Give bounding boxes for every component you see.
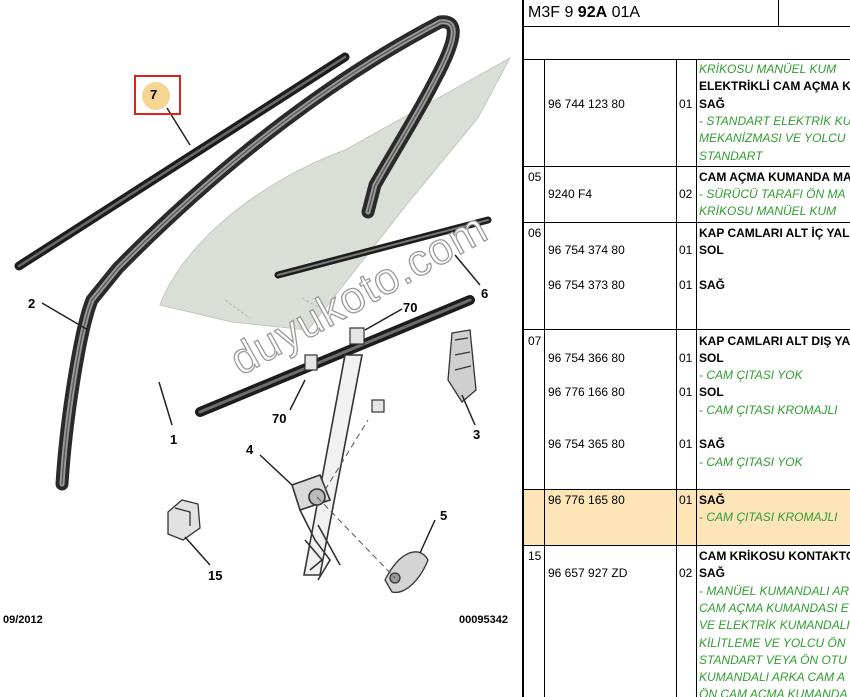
part-note: STANDART xyxy=(699,148,763,163)
part-note: KUMANDALI ARKA CAM A xyxy=(699,670,846,685)
group-number: 06 xyxy=(528,225,542,240)
part-number[interactable]: 96 744 123 80 xyxy=(548,96,625,111)
col-divider-3 xyxy=(696,59,697,697)
part-5-window-crank xyxy=(384,551,429,593)
glass-clips xyxy=(304,327,385,413)
part-number[interactable]: 96 776 166 80 xyxy=(548,385,625,400)
ref-code: 92A xyxy=(577,4,608,21)
callout-70-lower: 70 xyxy=(272,411,286,426)
part-70-outer-belt-strip xyxy=(195,295,475,417)
table-row[interactable]: SAĞ 96 776 165 80 01 - CAM ÇITASI KROMAJLI xyxy=(524,490,850,547)
part-note: - CAM ÇITASI YOK xyxy=(699,368,803,383)
part-description: SOL xyxy=(699,385,724,400)
part-2-door-frame-seal xyxy=(55,15,460,491)
reference-header: M3F 9 92A 01A xyxy=(524,0,850,27)
quantity: 01 xyxy=(679,242,693,257)
callout-7-marker xyxy=(142,82,170,110)
part-note: - SÜRÜCÜ TARAFI ÖN MA xyxy=(699,187,846,202)
col-divider-1 xyxy=(544,59,545,697)
part-note: VE ELEKTRİK KUMANDALI xyxy=(699,618,850,633)
table-row[interactable]: 15 CAM KRİKOSU KONTAKTO SAĞ 96 657 927 ZD 02… xyxy=(524,546,850,697)
part-number[interactable]: 96 754 374 80 xyxy=(548,242,625,257)
callout-6: 6 xyxy=(481,286,488,301)
table-row[interactable]: 06 KAP CAMLARI ALT İÇ YAL SOL 96 754 374 80… xyxy=(524,223,850,331)
header-divider xyxy=(778,0,779,26)
part-note: - CAM ÇITASI YOK xyxy=(699,454,803,469)
part-6-inner-belt-strip xyxy=(274,216,492,279)
part-4-window-regulator xyxy=(291,354,363,581)
table-row[interactable]: 07 KAP CAMLARI ALT DIŞ YA SOL 96 754 366 80… xyxy=(524,331,850,491)
part-note: KİLİTLEME VE YOLCU ÖN xyxy=(699,635,846,650)
selected-part-highlight[interactable] xyxy=(134,75,181,115)
table-row[interactable]: 05 CAM AÇMA KUMANDA MA - SÜRÜCÜ TARAFI ÖN … xyxy=(524,167,850,223)
part-description: SAĞ xyxy=(699,96,726,111)
callout-15: 15 xyxy=(208,568,222,583)
part-number[interactable]: 96 754 365 80 xyxy=(548,437,625,452)
quantity: 02 xyxy=(679,187,693,202)
quantity: 01 xyxy=(679,96,693,111)
part-number[interactable]: 96 776 165 80 xyxy=(548,493,625,508)
group-number: 05 xyxy=(528,169,542,184)
part-note: KRİKOSU MANÜEL KUM xyxy=(699,62,837,76)
assembly-lines xyxy=(316,419,396,579)
part-description: ELEKTRİKLİ CAM AÇMA K xyxy=(699,79,850,94)
leader-lines xyxy=(41,107,481,566)
parts-table: M3F 9 92A 01A KRİKOSU MANÜEL KUM ELEKTRİK… xyxy=(522,0,850,697)
part-description: KAP CAMLARI ALT DIŞ YA xyxy=(699,333,850,348)
group-number: 07 xyxy=(528,333,542,348)
table-column-header xyxy=(524,26,850,60)
part-description: SOL xyxy=(699,350,724,365)
part-description: SAĞ xyxy=(699,566,726,581)
parts-diagram: 2 1 70 70 6 3 4 5 15 7 duyukoto.com 09/2… xyxy=(3,15,512,626)
part-note: STANDART VEYA ÖN OTU xyxy=(699,652,847,667)
part-note: ÖN CAM AÇMA KUMANDA xyxy=(699,687,848,697)
quantity: 01 xyxy=(679,385,693,400)
ref-suffix: 01A xyxy=(607,4,641,21)
part-description: SOL xyxy=(699,242,724,257)
part-7-upper-seal-strip xyxy=(14,52,350,271)
group-number: 15 xyxy=(528,549,542,564)
callout-4: 4 xyxy=(246,442,254,457)
diagram-date-code: 09/2012 xyxy=(3,614,43,626)
part-note: - STANDART ELEKTRİK KU xyxy=(699,113,850,128)
col-divider-2 xyxy=(676,59,677,697)
exploded-view-drawing: 2 1 70 70 6 3 4 5 15 xyxy=(14,15,512,593)
quantity: 01 xyxy=(679,493,693,508)
callout-70-upper: 70 xyxy=(403,300,417,315)
part-note: MEKANİZMASI VE YOLCU xyxy=(699,131,846,146)
callout-3: 3 xyxy=(473,427,480,442)
part-number[interactable]: 96 754 373 80 xyxy=(548,277,625,292)
diagram-number: 00095342 xyxy=(459,614,508,626)
part-note: - CAM ÇITASI KROMAJLI xyxy=(699,510,838,525)
part-description: SAĞ xyxy=(699,277,726,292)
quantity: 01 xyxy=(679,350,693,365)
callout-7[interactable]: 7 xyxy=(150,87,158,102)
part-number[interactable]: 96 754 366 80 xyxy=(548,350,625,365)
part-note: CAM AÇMA KUMANDASI E xyxy=(699,600,849,615)
part-description: KAP CAMLARI ALT İÇ YAL xyxy=(699,225,850,240)
part-number[interactable]: 96 657 927 ZD xyxy=(548,566,628,581)
part-description: CAM KRİKOSU KONTAKTO xyxy=(699,549,850,564)
part-description: SAĞ xyxy=(699,437,726,452)
part-description: SAĞ xyxy=(699,493,726,508)
part-number[interactable]: 9240 F4 xyxy=(548,187,593,202)
ref-prefix: M3F 9 xyxy=(528,4,578,21)
part-note: - CAM ÇITASI KROMAJLI xyxy=(699,402,838,417)
table-row[interactable]: KRİKOSU MANÜEL KUM ELEKTRİKLİ CAM AÇMA K S… xyxy=(524,59,850,167)
callout-2: 2 xyxy=(28,296,35,311)
quantity: 01 xyxy=(679,437,693,452)
part-description: CAM AÇMA KUMANDA MA xyxy=(699,169,850,184)
callout-1: 1 xyxy=(170,432,177,447)
part-15-window-switch xyxy=(167,499,201,541)
model-reference: M3F 9 92A 01A xyxy=(528,4,640,22)
window-glass xyxy=(159,56,512,331)
part-note: KRİKOSU MANÜEL KUM xyxy=(699,204,837,219)
quantity: 01 xyxy=(679,277,693,292)
part-note: - MANÜEL KUMANDALI AR xyxy=(699,583,850,598)
quantity: 02 xyxy=(679,566,693,581)
part-3-regulator-motor xyxy=(447,329,477,403)
callout-5: 5 xyxy=(440,508,447,523)
